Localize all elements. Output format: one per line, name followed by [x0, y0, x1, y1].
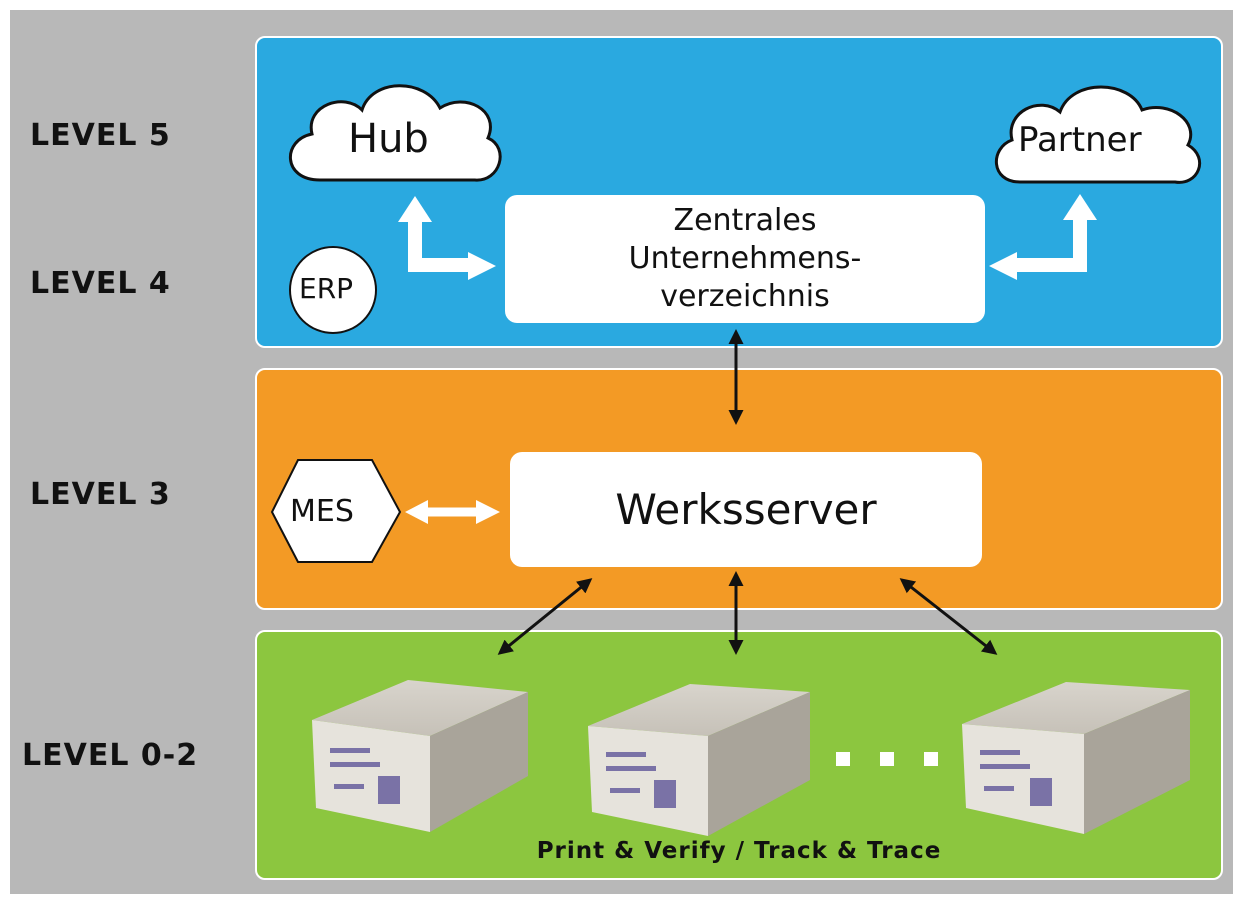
level-4-label: LEVEL 4 — [30, 266, 171, 301]
device-box-3 — [962, 682, 1190, 834]
device-box-1 — [312, 680, 528, 832]
partner-label: Partner — [1018, 120, 1142, 160]
hub-directory-arrow — [398, 196, 496, 280]
central-directory-box: Zentrales Unternehmens- verzeichnis — [505, 195, 985, 323]
mes-label: MES — [290, 494, 354, 529]
plant-server-label: Werksserver — [615, 485, 877, 534]
server-device-left-arrow — [497, 578, 593, 655]
hub-cloud-icon — [288, 84, 502, 182]
plant-server-box: Werksserver — [510, 452, 982, 567]
device-box-2 — [588, 684, 810, 836]
central-directory-line-2: Unternehmens- — [628, 241, 862, 276]
mes-hexagon-icon — [270, 459, 402, 563]
level-3-label: LEVEL 3 — [30, 477, 171, 512]
bottom-caption: Print & Verify / Track & Trace — [536, 838, 942, 864]
level-0-2-label: LEVEL 0-2 — [22, 738, 199, 773]
server-device-right-arrow — [899, 578, 998, 655]
central-directory-line-1: Zentrales — [673, 203, 817, 238]
partner-cloud-icon — [995, 85, 1202, 184]
partner-directory-arrow — [989, 194, 1097, 280]
erp-label: ERP — [299, 272, 354, 305]
level-5-label: LEVEL 5 — [30, 118, 171, 153]
erp-circle-icon — [289, 246, 377, 334]
central-directory-line-3: verzeichnis — [660, 279, 830, 314]
mes-server-arrow — [405, 500, 500, 524]
more-devices-dots — [836, 752, 938, 766]
hub-label: Hub — [348, 116, 429, 162]
